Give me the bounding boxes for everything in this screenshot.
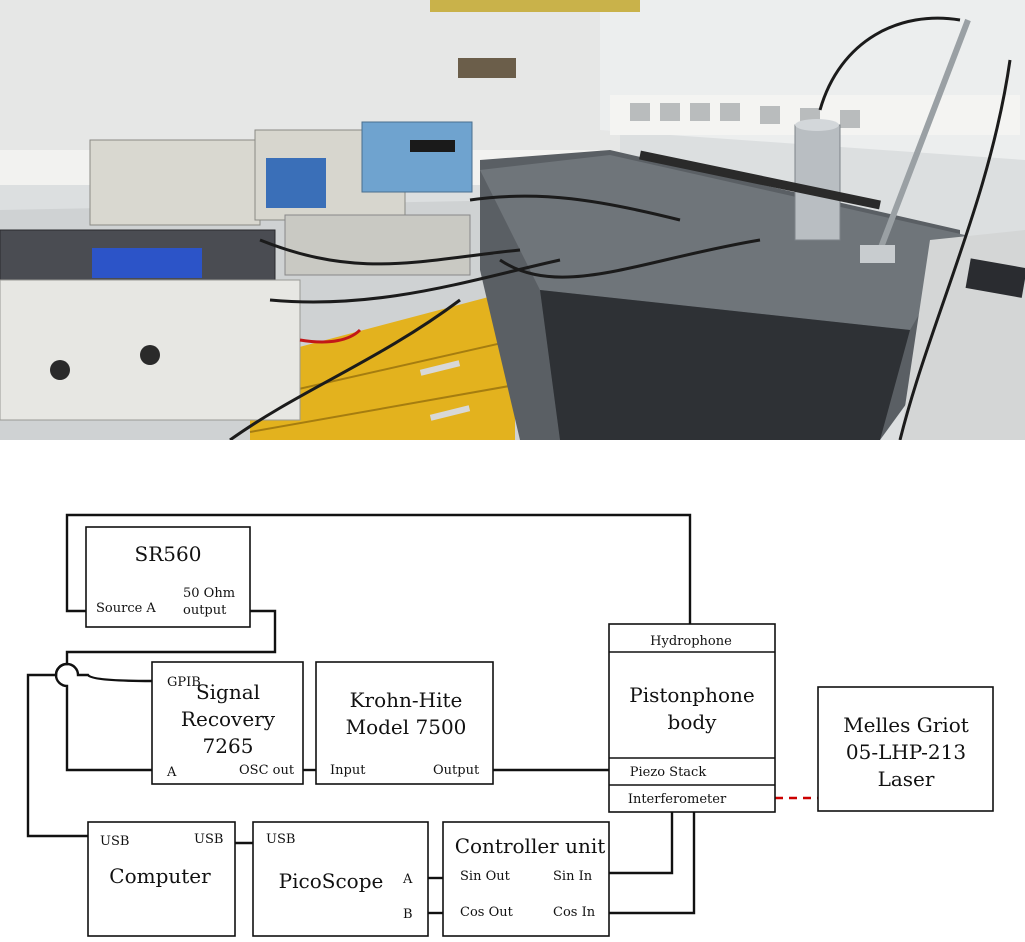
interferometer-label: Interferometer (628, 792, 727, 807)
laser-title-line1: Melles Griot (843, 713, 969, 737)
block-diagram: SR560 Source A 50 Ohm output GPIB Signal… (26, 513, 994, 937)
pistonphone-block: Hydrophone Pistonphone body Piezo Stack … (608, 623, 776, 813)
sr560-title: SR560 (135, 542, 202, 566)
gpib-port-label: GPIB (167, 675, 201, 690)
picoscope-usb-label: USB (266, 832, 295, 847)
signal-recovery-port-a-label: A (166, 765, 177, 780)
signal-recovery-title-line1: Signal (196, 680, 260, 704)
lab-setup-photo (0, 0, 1025, 440)
computer-usb-right-label: USB (194, 832, 223, 847)
cos-in-label: Cos In (553, 905, 596, 920)
krohn-hite-title-line2: Model 7500 (346, 715, 467, 739)
wire-interferometer-sin (609, 812, 674, 875)
signal-recovery-block: GPIB Signal Recovery 7265 A OSC out (151, 661, 304, 785)
computer-block: USB USB Computer (87, 821, 236, 937)
sr560-source-a-label: Source A (96, 601, 156, 616)
wire-interferometer-cos (609, 812, 696, 915)
computer-usb-left-label: USB (100, 834, 129, 849)
cos-out-label: Cos Out (460, 905, 514, 920)
controller-unit-block: Controller unit Sin Out Sin In Cos Out C… (442, 821, 610, 937)
pistonphone-title-line2: body (668, 710, 718, 734)
picoscope-title: PicoScope (279, 869, 384, 893)
sr560-block: SR560 Source A 50 Ohm output (85, 526, 251, 628)
wire-hydrophone-to-sr560 (65, 513, 692, 624)
laser-title-line3: Laser (878, 767, 935, 791)
sr560-output-label-line1: 50 Ohm (183, 586, 235, 601)
krohn-hite-block: Krohn-Hite Model 7500 Input Output (315, 661, 494, 785)
osc-out-label: OSC out (239, 763, 295, 778)
sin-out-label: Sin Out (460, 869, 511, 884)
hydrophone-label: Hydrophone (650, 634, 732, 649)
picoscope-port-a-label: A (402, 872, 413, 887)
laser-block: Melles Griot 05-LHP-213 Laser (817, 686, 994, 812)
controller-unit-title: Controller unit (455, 834, 606, 858)
krohn-hite-input-label: Input (330, 763, 366, 778)
computer-title: Computer (109, 864, 211, 888)
krohn-hite-title-line1: Krohn-Hite (350, 688, 463, 712)
wiring (26, 513, 818, 915)
signal-recovery-title-line2: Recovery (181, 707, 276, 731)
pistonphone-title-line1: Pistonphone (629, 683, 755, 707)
sr560-output-label-line2: output (183, 603, 227, 618)
picoscope-port-b-label: B (403, 907, 413, 922)
sin-in-label: Sin In (553, 869, 593, 884)
signal-recovery-title-line3: 7265 (203, 734, 254, 758)
picoscope-block: USB PicoScope A B (252, 821, 429, 937)
krohn-hite-output-label: Output (433, 763, 480, 778)
laser-title-line2: 05-LHP-213 (846, 740, 966, 764)
piezo-stack-label: Piezo Stack (630, 765, 707, 780)
wire-computer-to-gpib (26, 662, 153, 838)
